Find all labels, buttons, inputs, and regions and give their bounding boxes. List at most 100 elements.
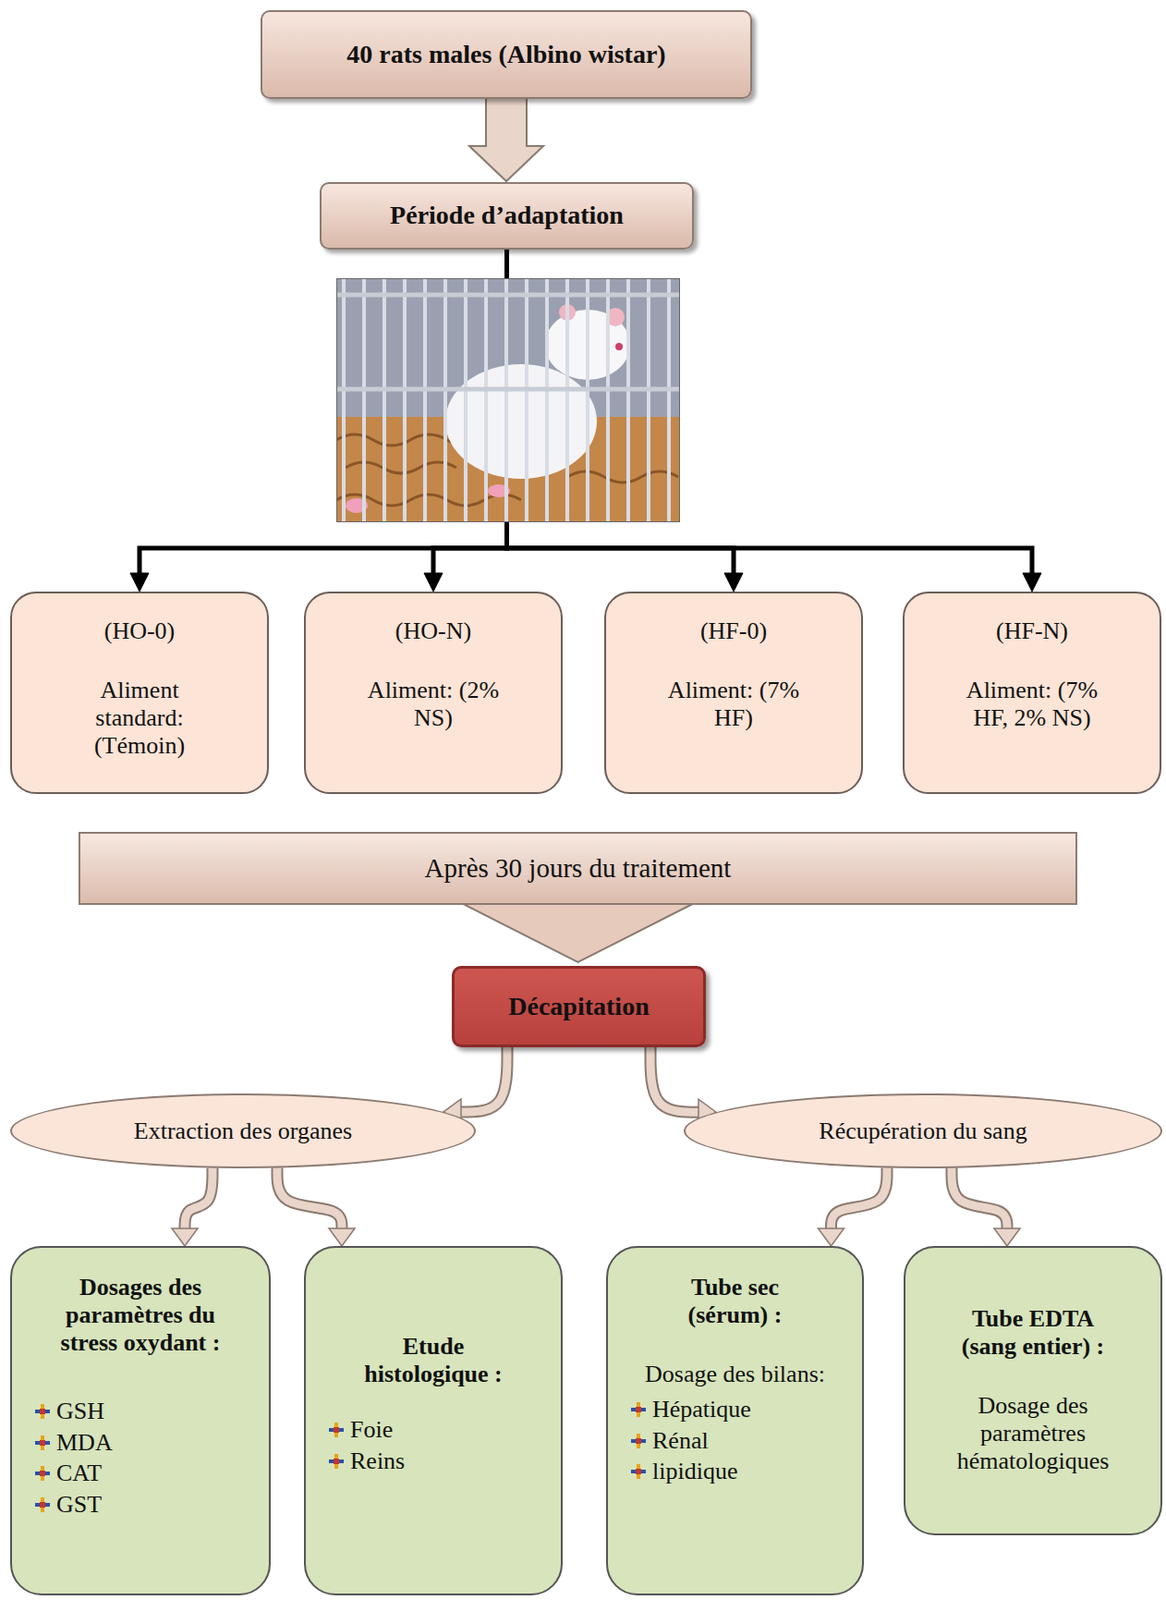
- connector: [951, 1167, 1021, 1246]
- connector-line: [951, 1167, 1008, 1229]
- bullet-center: [39, 1469, 46, 1476]
- bullet-bar: [35, 1408, 50, 1413]
- bullet-icon: [327, 1421, 345, 1438]
- bullet-bar: [35, 1502, 50, 1507]
- node-label: (HO-N): [395, 617, 472, 645]
- bullet-icon: [34, 1402, 51, 1420]
- rat-body: [445, 364, 597, 479]
- bullet-bar: [636, 1401, 641, 1417]
- node-label: Tube sec (sérum) :: [652, 1273, 819, 1329]
- cage-crossbars: [336, 294, 681, 389]
- group-box: (HO-0) Aliment standard: (Témoin): [10, 591, 269, 794]
- list-text: MDA: [56, 1428, 113, 1457]
- analysis-box: Dosages des paramètres du stress oxydant…: [10, 1245, 271, 1595]
- bullet-icon: [34, 1495, 51, 1513]
- arrow-head: [171, 1227, 198, 1246]
- bullet-bar: [631, 1469, 646, 1473]
- arrow-head: [994, 1227, 1021, 1246]
- connector-outline: [184, 1167, 213, 1229]
- arrow-head: [424, 572, 443, 592]
- bullet-bar: [636, 1433, 641, 1448]
- node-label: Période d’adaptation: [389, 200, 624, 231]
- list-text: Rénal: [652, 1426, 709, 1455]
- list-item: Foie: [327, 1415, 393, 1444]
- connector: [650, 1046, 717, 1125]
- bullet-bar: [40, 1465, 45, 1481]
- connector-line: [277, 1167, 342, 1229]
- connector: [277, 1167, 355, 1246]
- bullet-bar: [35, 1470, 50, 1475]
- bullet-bar: [328, 1427, 344, 1432]
- bullet-icon: [630, 1432, 647, 1449]
- group-box: (HF-0)Aliment: (7% HF): [604, 591, 863, 794]
- banner-box: Après 30 jours du traitement: [78, 831, 1078, 905]
- node-label: Extraction des organes: [133, 1117, 353, 1145]
- process-ellipse: Récupération du sang: [683, 1093, 1163, 1168]
- connector: [443, 1046, 508, 1125]
- bullet-bar: [631, 1407, 646, 1411]
- node-label: (HF-0): [700, 617, 767, 645]
- list-item: Reins: [327, 1446, 405, 1475]
- connector-outline: [831, 1167, 888, 1229]
- analysis-box: Etude histologique :FoieReins: [303, 1245, 563, 1595]
- list-item: GSH: [34, 1396, 105, 1425]
- node-label: (HO-0): [104, 617, 176, 645]
- list-text: lipidique: [652, 1457, 738, 1485]
- node-label: Après 30 jours du traitement: [425, 852, 732, 884]
- bullet-center: [635, 1437, 642, 1444]
- list-item: CAT: [34, 1458, 102, 1487]
- bullet-center: [39, 1501, 46, 1507]
- bullet-bar: [40, 1434, 45, 1450]
- node-body: Dosage des bilans:: [644, 1360, 826, 1388]
- connector: [818, 1167, 888, 1246]
- group-box: (HF-N)Aliment: (7% HF, 2% NS): [902, 591, 1162, 794]
- bullet-icon: [630, 1400, 647, 1418]
- block-arrow: [469, 97, 544, 182]
- node-body: Dosage des paramètres hématologiques: [935, 1391, 1130, 1475]
- rat-cage-photo: [336, 278, 681, 523]
- process-box: Décapitation: [451, 965, 706, 1047]
- arrow-head: [1022, 572, 1042, 592]
- bullet-center: [333, 1426, 340, 1433]
- rat-eye: [615, 342, 623, 351]
- node-body: Aliment standard: (Témoin): [60, 676, 219, 760]
- list-text: GSH: [56, 1396, 105, 1425]
- list-item: GST: [34, 1490, 102, 1519]
- list-text: Reins: [350, 1446, 405, 1475]
- list-item: lipidique: [630, 1457, 738, 1485]
- connector: [461, 902, 695, 962]
- bullet-bar: [631, 1438, 646, 1443]
- connector-line: [184, 1167, 213, 1229]
- bullet-icon: [34, 1433, 51, 1451]
- node-body: Aliment: (7% HF, 2% NS): [953, 676, 1111, 732]
- node-label: Récupération du sang: [818, 1117, 1027, 1145]
- node-label: 40 rats males (Albino wistar): [346, 39, 666, 70]
- bullet-icon: [34, 1464, 51, 1482]
- bullet-bar: [328, 1458, 344, 1463]
- bullet-bar: [40, 1403, 45, 1419]
- list-text: Hépatique: [652, 1395, 752, 1423]
- list-text: CAT: [56, 1458, 102, 1487]
- node-label: Décapitation: [508, 991, 649, 1021]
- connector-outline: [951, 1167, 1008, 1229]
- bullet-icon: [327, 1452, 345, 1470]
- cage-bars: [343, 278, 669, 523]
- connector: [469, 97, 544, 182]
- step-box: Période d’adaptation: [319, 182, 694, 250]
- bullet-bar: [334, 1453, 339, 1469]
- connector: [171, 1167, 213, 1246]
- list-item: MDA: [34, 1428, 113, 1457]
- title-box: 40 rats males (Albino wistar): [260, 10, 753, 99]
- bullet-bar: [334, 1421, 339, 1437]
- list-item: Hépatique: [630, 1395, 752, 1423]
- photo-background: [336, 278, 681, 523]
- list-item: Rénal: [630, 1426, 709, 1455]
- list-text: Foie: [350, 1415, 393, 1444]
- bullet-center: [635, 1406, 642, 1412]
- photo-frame: [337, 279, 681, 523]
- list-text: GST: [56, 1490, 102, 1519]
- chevron-arrow: [461, 902, 695, 962]
- connector-line: [831, 1167, 888, 1229]
